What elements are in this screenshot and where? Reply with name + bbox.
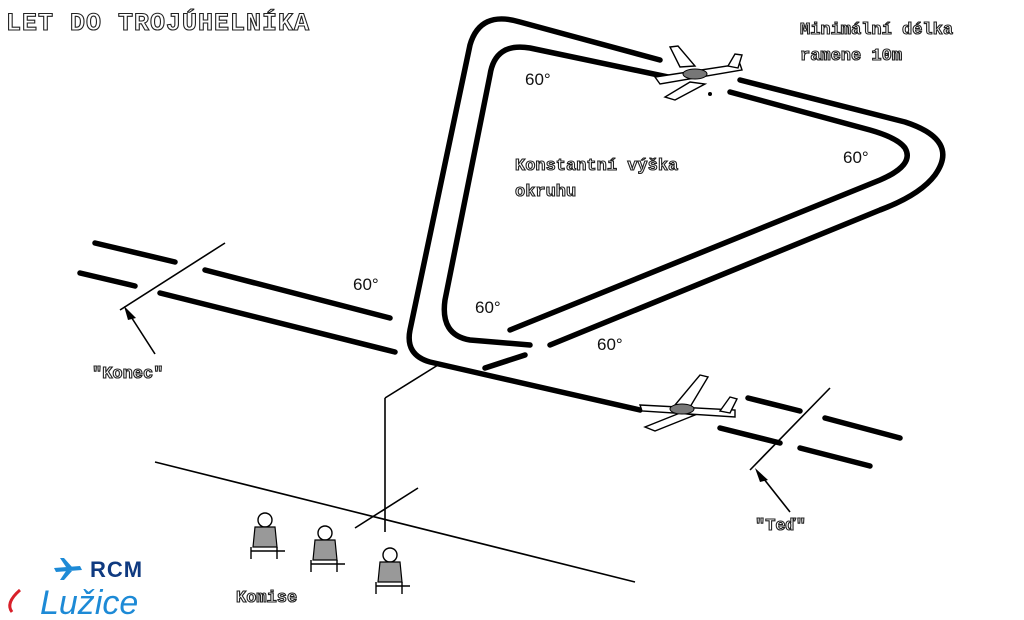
- note-min-length-line-1: Minimální délka: [800, 21, 953, 40]
- angle-label: 60°: [475, 298, 501, 317]
- angle-label: 60°: [843, 148, 869, 167]
- label-jury: Komise: [236, 589, 297, 608]
- judge-figure-icon: [375, 547, 410, 594]
- logo-place: Lužice: [40, 584, 138, 620]
- angle-label: 60°: [353, 275, 379, 294]
- logo-brand: RCM: [90, 557, 143, 582]
- page-title: LET DO TROJÚHELNÍKA: [6, 8, 310, 38]
- arrow-icon: [124, 306, 156, 355]
- rcm-logo: RCM Lužice: [8, 557, 143, 620]
- airplane-icon: [653, 45, 743, 101]
- judge-figure-icon: [250, 512, 285, 559]
- airplane-icon: [639, 374, 739, 432]
- note-constant-height-line-2: okruhu: [515, 183, 576, 202]
- angle-label: 60°: [525, 70, 551, 89]
- flight-path-inner: [441, 44, 910, 348]
- label-now: "Teď": [755, 517, 806, 536]
- note-constant-height-line-1: Konstantní výška: [515, 157, 678, 176]
- label-end: "Konec": [92, 365, 163, 384]
- arrow-icon: [755, 468, 791, 513]
- runway-right: [717, 387, 903, 471]
- airplane-icon: [54, 558, 82, 580]
- flight-path-outer: [406, 16, 946, 413]
- ground-reference: [154, 364, 636, 583]
- angle-label: 60°: [597, 335, 623, 354]
- judge-figure-icon: [310, 525, 345, 572]
- note-min-length-line-2: ramene 10m: [800, 47, 902, 66]
- runway-left: [77, 240, 398, 355]
